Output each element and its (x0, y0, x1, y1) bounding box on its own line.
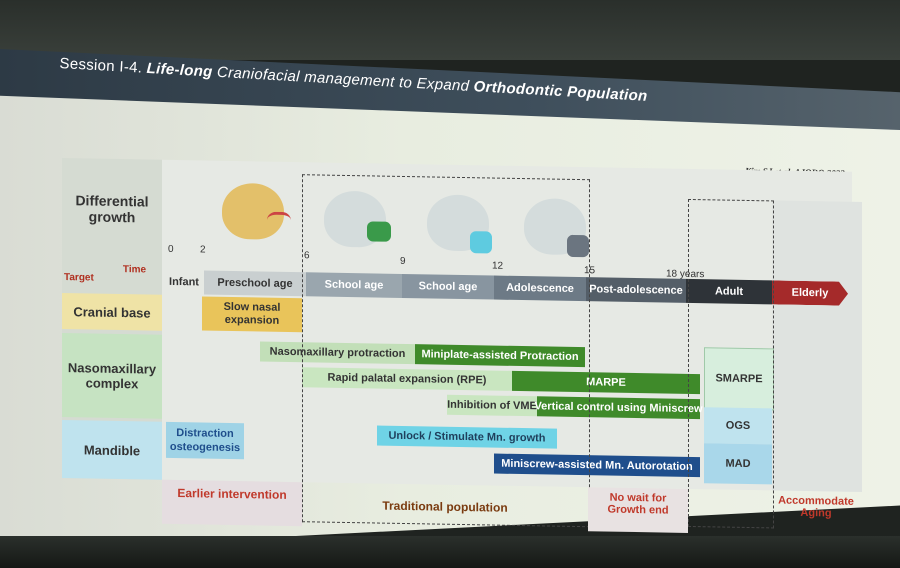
elderly-column (772, 200, 862, 492)
target-label: Target (64, 271, 94, 284)
earlier-intervention-label: Earlier intervention (177, 486, 287, 502)
accommodate-aging-label: Accommodate Aging (778, 494, 854, 520)
timeline-infant: Infant (169, 275, 199, 289)
room-background (0, 0, 900, 60)
timeline-post-adolescence: Post-adolescence (586, 277, 686, 303)
slow-nasal-expansion-bar: Slow nasal expansion (202, 296, 302, 333)
traditional-population-region (302, 174, 590, 528)
timeline-preschool: Preschool age (204, 270, 306, 297)
tick-2: 2 (200, 244, 206, 256)
management-chart: Differential growth Target Time Cranial … (62, 158, 862, 542)
maxilla-mark-1 (267, 211, 291, 234)
cranial-base-label: Cranial base (62, 293, 162, 331)
room-floor (0, 536, 900, 568)
time-label: Time (122, 263, 147, 275)
nasomaxillary-label: Nasomaxillary complex (62, 333, 162, 419)
mandible-label: Mandible (62, 420, 162, 480)
timeline-elderly: Elderly (772, 280, 848, 305)
differential-growth-label: Differential growth (75, 192, 149, 226)
distraction-osteogenesis-bar: Distraction osteogenesis (166, 421, 244, 460)
title-emphasis-1: Life-long (146, 59, 214, 81)
adult-region (688, 198, 774, 529)
tick-0: 0 (168, 243, 174, 255)
no-wait-label: No wait for Growth end (607, 491, 669, 517)
